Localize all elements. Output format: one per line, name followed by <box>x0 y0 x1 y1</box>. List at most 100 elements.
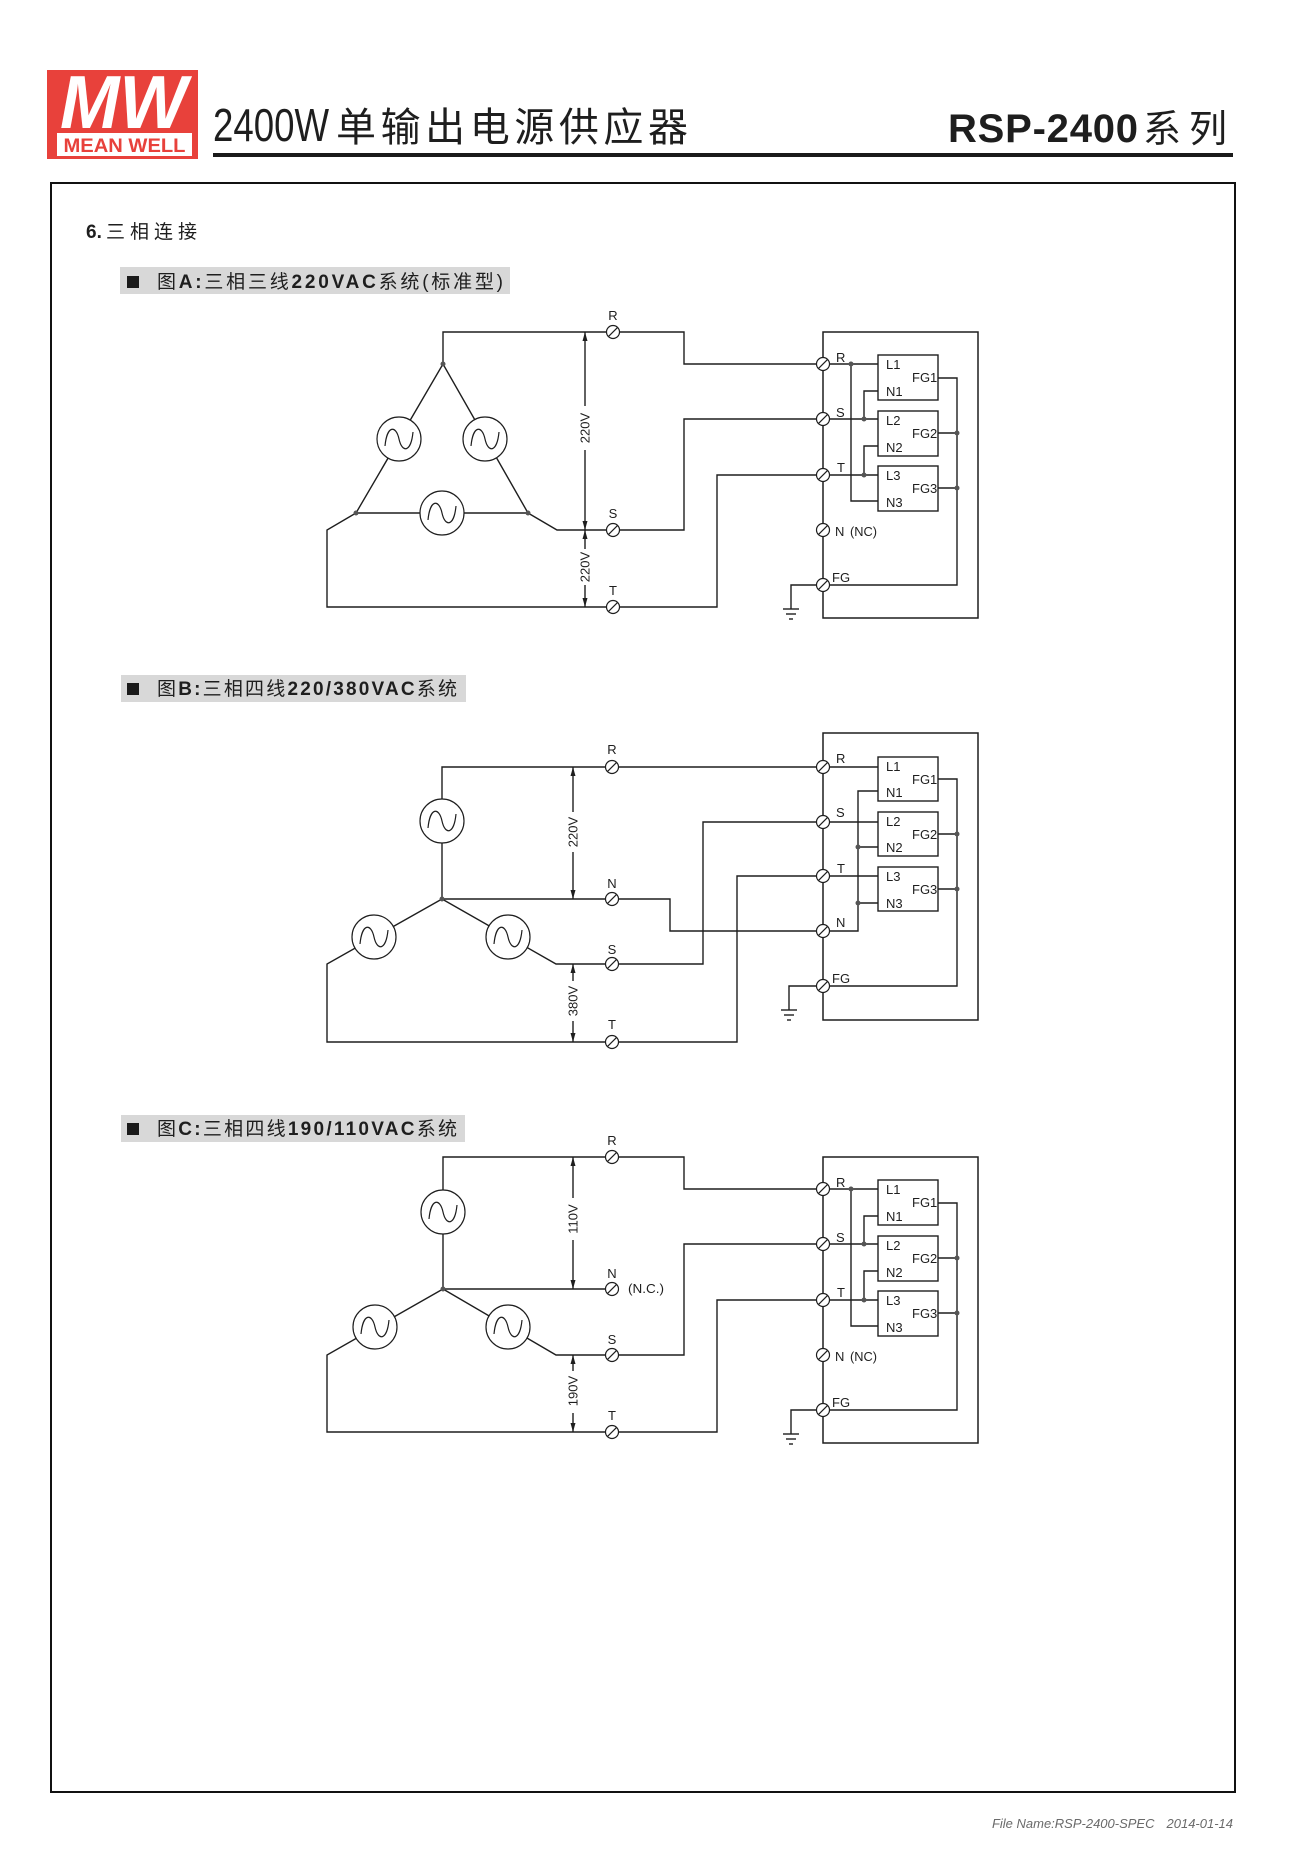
jumper-s-n1 <box>863 390 878 419</box>
junction-dot <box>861 1241 867 1247</box>
dimension-upper: 110V <box>566 1157 581 1289</box>
source-terminal-r <box>604 759 620 775</box>
page-title-model: 2400W <box>213 99 329 151</box>
node-dot <box>439 896 445 902</box>
source-terminal-s <box>605 522 621 538</box>
logo-brand-text: MEAN WELL <box>64 136 186 157</box>
module-1 <box>877 1179 939 1226</box>
unit-label-r: R <box>836 350 845 365</box>
source-terminal-t <box>604 1424 620 1440</box>
module-1-neutral-label: N1 <box>886 384 903 399</box>
unit-terminal-fg <box>815 577 831 593</box>
figure-label-background <box>120 267 510 294</box>
junction-dot <box>855 844 861 850</box>
logo-mark: MW <box>60 60 193 144</box>
fg-bus <box>823 1202 958 1411</box>
module-1-neutral-label: N1 <box>886 785 903 800</box>
source-label-r: R <box>608 308 617 323</box>
ground-lead <box>788 985 823 1010</box>
caption-id: C: <box>178 1119 200 1140</box>
module-2-line-label: L2 <box>886 413 900 428</box>
unit-label-s: S <box>836 805 845 820</box>
wire-r <box>442 1156 878 1289</box>
source-label-s: S <box>609 506 618 521</box>
ground-lead <box>790 584 823 609</box>
ac-source-icon <box>352 1304 398 1350</box>
unit-terminal-s <box>815 411 831 427</box>
jumper-r-n3 <box>850 1189 878 1327</box>
unit-label-n: N <box>835 1349 844 1364</box>
caption-voltage: 220/380VAC <box>287 679 414 700</box>
dimension-label: 110V <box>566 1204 581 1234</box>
source-label-n-note: (N.C.) <box>628 1281 664 1296</box>
wire-t <box>326 1288 878 1433</box>
source-terminal-s <box>604 956 620 972</box>
source-terminal-s <box>604 1347 620 1363</box>
unit-label-n: N <box>835 524 844 539</box>
dimension-label: 220V <box>566 816 581 847</box>
module-2-neutral-label: N2 <box>886 840 903 855</box>
fg-bus <box>823 778 958 987</box>
footer-file-name: File Name:RSP-2400-SPEC <box>992 1816 1155 1831</box>
module-1-line-label: L1 <box>886 759 900 774</box>
module-3-ground-label: FG3 <box>912 882 937 897</box>
figure-label-background <box>121 1115 465 1142</box>
caption-voltage: 220VAC <box>292 272 377 293</box>
unit-terminal-t <box>815 1292 831 1308</box>
source-terminal-n <box>604 891 620 907</box>
ac-source-icon <box>462 416 508 462</box>
unit-label-t: T <box>837 460 845 475</box>
series-model: RSP-2400 <box>948 107 1138 151</box>
unit-label-n-note: (NC) <box>850 524 877 539</box>
module-1 <box>877 756 939 802</box>
unit-label-n-note: (NC) <box>850 1349 877 1364</box>
ac-source-icon <box>419 798 465 844</box>
module-2-neutral-label: N2 <box>886 440 903 455</box>
module-2-neutral-label: N2 <box>886 1265 903 1280</box>
dimension-label: 190V <box>566 1375 581 1406</box>
caption-note: (标准型) <box>422 271 503 293</box>
ac-source-icon <box>351 914 397 960</box>
module-3-neutral-label: N3 <box>886 1320 903 1335</box>
ground-icon <box>783 608 799 620</box>
source-label-r: R <box>607 742 616 757</box>
logo-brand-plate <box>57 133 192 156</box>
junction-dot <box>861 416 867 422</box>
junction-dot <box>861 472 867 478</box>
jumper-s-n1 <box>863 1215 878 1244</box>
unit-terminal-r <box>815 759 831 775</box>
ac-source-icon <box>420 1189 466 1235</box>
junction-dot <box>954 1255 960 1261</box>
node-dot <box>440 1286 446 1292</box>
unit-terminal-t <box>815 868 831 884</box>
caption-voltage: 190/110VAC <box>288 1119 415 1140</box>
diagram-b: 220V 380V R N S T R S T N FG L1 N1 FG1 L… <box>326 732 979 1050</box>
node-dot <box>525 510 531 516</box>
unit-terminal-n <box>815 522 831 538</box>
junction-dot <box>954 886 960 892</box>
unit-label-t: T <box>837 861 845 876</box>
jumper-r-n3 <box>850 364 878 502</box>
module-1-ground-label: FG1 <box>912 1195 937 1210</box>
unit-label-n: N <box>836 915 845 930</box>
source-label-t: T <box>608 1017 616 1032</box>
source-terminal-r <box>604 1149 620 1165</box>
source-terminal-r <box>605 324 621 340</box>
ground-icon <box>783 1433 799 1445</box>
module-3-neutral-label: N3 <box>886 896 903 911</box>
dimension-lower: 190V <box>566 1355 581 1432</box>
unit-terminal-s <box>815 1236 831 1252</box>
wire-n <box>442 790 878 932</box>
wire-r <box>441 766 878 899</box>
unit-terminal-fg <box>815 1402 831 1418</box>
ac-source-icon <box>485 914 531 960</box>
fg-bus <box>823 377 958 586</box>
junction-dot <box>954 831 960 837</box>
dimension-upper: 220V <box>578 332 593 530</box>
junction-dot <box>848 1186 854 1192</box>
wire-r <box>442 331 878 365</box>
diagram-c: 110V 190V R N (N.C.) S T R S T N (NC) FG… <box>326 1133 979 1445</box>
jumper-t-n2 <box>863 1270 878 1300</box>
unit-terminal-r <box>815 356 831 372</box>
